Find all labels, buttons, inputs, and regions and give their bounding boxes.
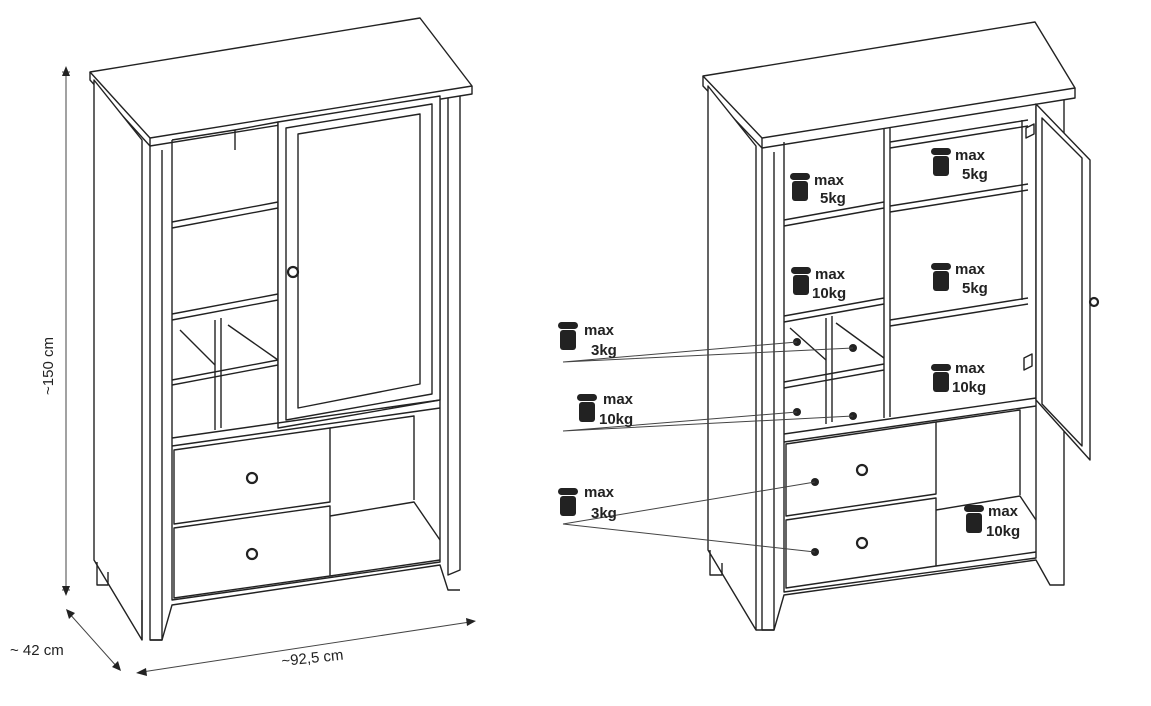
load-label-max: max <box>815 266 846 283</box>
open-cabinet-drawing <box>562 21 1100 631</box>
load-label-max: max <box>955 360 986 377</box>
load-label-max: max <box>603 391 634 408</box>
load-label-value: 3kg <box>591 505 617 522</box>
closed-cabinet-drawing <box>62 17 476 676</box>
weight-icon <box>931 263 951 291</box>
weight-icon <box>964 505 984 533</box>
width-dimension-label: ~92,5 cm <box>281 647 345 670</box>
weight-icon <box>931 364 951 392</box>
load-label-value: 5kg <box>962 280 988 297</box>
load-label-max: max <box>814 172 845 189</box>
load-label-max: max <box>584 322 615 339</box>
load-label-value: 10kg <box>952 379 986 396</box>
weight-icon <box>558 322 578 350</box>
weight-icon <box>558 488 578 516</box>
load-label-value: 5kg <box>962 166 988 183</box>
load-label-max: max <box>955 261 986 278</box>
depth-dimension-label: ~ 42 cm <box>10 642 64 659</box>
weight-icon <box>577 394 597 422</box>
load-label-value: 5kg <box>820 190 846 207</box>
load-label-max: max <box>988 503 1019 520</box>
load-label-max: max <box>955 147 986 164</box>
load-label-value: 3kg <box>591 342 617 359</box>
load-label-value: 10kg <box>986 523 1020 540</box>
weight-icon <box>931 148 951 176</box>
load-label-max: max <box>584 484 615 501</box>
weight-icon <box>790 173 810 201</box>
weight-icon <box>791 267 811 295</box>
height-dimension-label: ~150 cm <box>40 337 57 395</box>
load-label-value: 10kg <box>812 285 846 302</box>
load-label-value: 10kg <box>599 411 633 428</box>
